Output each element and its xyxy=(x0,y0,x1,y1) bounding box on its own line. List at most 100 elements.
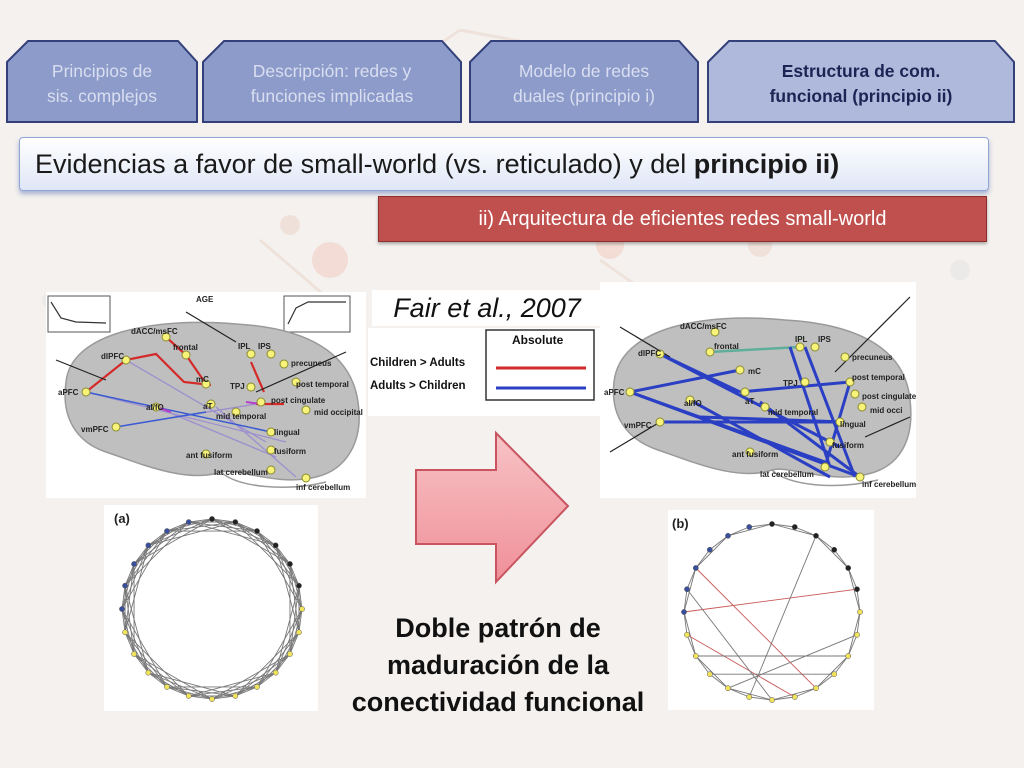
graph-edge xyxy=(771,523,817,537)
region-label: aT xyxy=(745,397,754,406)
tab-label: Estructura de com.funcional (principio i… xyxy=(769,61,953,106)
graph-node xyxy=(725,532,731,539)
graph-edge xyxy=(275,545,291,565)
region-label: inf cerebellum xyxy=(862,480,916,489)
graph-node xyxy=(287,651,293,657)
graph-edge xyxy=(298,585,303,610)
graph-edge xyxy=(121,608,135,655)
brain-network-left: AGE dACC/msFC dlPFC frontal xyxy=(46,292,366,498)
graph-edge xyxy=(686,567,697,590)
graph-edge xyxy=(148,672,168,688)
region-label: fusiform xyxy=(832,441,864,450)
graph-node xyxy=(299,606,305,612)
region-label: mid occipital xyxy=(314,408,363,417)
graph-edge xyxy=(148,521,189,546)
graph-node xyxy=(232,693,239,699)
graph-edge xyxy=(235,686,258,697)
graph-edge xyxy=(695,655,729,689)
caption: Doble patrón de maduración de la conecti… xyxy=(330,610,666,721)
graph-edge xyxy=(124,563,135,586)
graph-edge xyxy=(121,585,126,610)
graph-node xyxy=(272,542,279,549)
graph-node xyxy=(684,586,690,593)
graph-edge xyxy=(133,653,149,673)
graph-edge xyxy=(133,653,168,688)
graph-node xyxy=(254,684,260,690)
graph-edge xyxy=(166,521,189,532)
graph-edge xyxy=(188,518,213,523)
graph-node xyxy=(164,528,170,534)
title-emphasis: principio ii) xyxy=(693,149,840,179)
region-label: lat cerebellum xyxy=(760,470,814,479)
graph-edge xyxy=(256,530,291,565)
graph-edge xyxy=(794,526,817,537)
region-label: IPS xyxy=(258,342,272,351)
subtitle-box: ii) Arquitectura de eficientes redes sma… xyxy=(378,196,987,242)
tab-estructura[interactable]: Estructura de com.funcional (principio i… xyxy=(705,38,1017,124)
graph-node xyxy=(254,528,260,534)
graph-edge xyxy=(133,545,149,565)
region-label: mid occi xyxy=(870,406,902,415)
graph-edge xyxy=(815,535,849,569)
graph-node xyxy=(185,693,192,699)
graph-node xyxy=(706,546,713,553)
graph-node xyxy=(122,629,128,636)
graph-node xyxy=(791,694,798,700)
graph-edge xyxy=(256,653,291,688)
graph-node xyxy=(145,542,152,549)
region-label: ant fusiform xyxy=(186,451,232,460)
graph-edge xyxy=(188,521,258,532)
graph-node xyxy=(813,685,819,692)
region-label: post cingulate xyxy=(862,392,916,401)
graph-node xyxy=(854,631,860,638)
graph-edge xyxy=(166,518,213,532)
graph-edge xyxy=(121,563,135,610)
region-label: vmPFC xyxy=(624,421,652,430)
region-label: aI/fO xyxy=(684,399,702,408)
graph-edge xyxy=(148,672,189,697)
graph-edge xyxy=(124,632,149,673)
graph-node xyxy=(209,516,215,522)
graph-edge xyxy=(833,655,849,675)
graph-edge xyxy=(121,608,126,633)
graph-node xyxy=(831,546,838,553)
graph-edge xyxy=(275,545,300,586)
graph-node xyxy=(857,609,863,615)
graph-node xyxy=(122,582,128,589)
graph-node xyxy=(845,565,852,571)
graph-node xyxy=(706,671,713,678)
graph-node xyxy=(681,609,687,615)
graph-edge xyxy=(748,535,817,698)
graph-edge xyxy=(847,611,861,657)
caption-line: maduración de la xyxy=(386,650,610,680)
graph-edge xyxy=(856,611,861,635)
graph-edge xyxy=(771,696,795,701)
caption-line: Doble patrón de xyxy=(395,613,601,643)
graph-edge xyxy=(815,535,835,551)
region-label: mC xyxy=(748,367,761,376)
graph-edge xyxy=(166,521,236,532)
graph-edge xyxy=(148,530,168,546)
tab-shape-icon xyxy=(202,40,462,123)
graph-node xyxy=(209,696,215,702)
region-label: lingual xyxy=(840,420,866,429)
lattice-graph: (a) xyxy=(104,505,318,711)
legend-header: Absolute xyxy=(512,333,564,347)
graph-edge xyxy=(275,632,300,673)
graph-edge xyxy=(166,686,189,697)
graph-edge xyxy=(211,686,258,700)
small-world-graph: (b) xyxy=(668,510,874,710)
region-label: ant fusiform xyxy=(732,450,778,459)
region-label: fusiform xyxy=(274,447,306,456)
region-label: dACC/msFC xyxy=(680,322,727,331)
graph-edge xyxy=(275,653,291,673)
graph-node xyxy=(287,561,293,567)
graph-node xyxy=(769,521,775,527)
citation: Fair et al., 2007 xyxy=(372,290,602,326)
graph-node xyxy=(725,685,731,692)
